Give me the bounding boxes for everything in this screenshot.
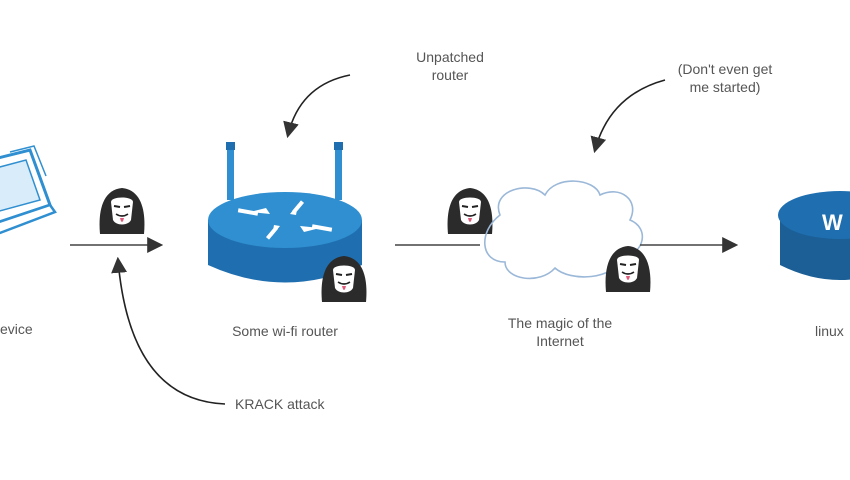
hacker-icon — [604, 245, 652, 293]
hacker-icon — [98, 187, 146, 235]
annotation-arrow-dont — [590, 79, 666, 154]
unpatched-line1: Unpatched — [416, 49, 484, 65]
router-label: Some wi-fi router — [232, 323, 338, 339]
laptop-device-icon — [0, 145, 57, 235]
server-badge: W — [822, 210, 843, 235]
internet-label-line1: The magic of the — [507, 315, 613, 331]
internet-label-line2: Internet — [536, 333, 584, 349]
dont-line1: (Don't even get — [677, 61, 773, 77]
internet-cloud-icon — [484, 180, 644, 280]
server-label: linux — [815, 323, 844, 339]
server-icon — [778, 191, 850, 280]
dont-start-annotation: (Don't even get me started) — [660, 60, 790, 96]
krack-annotation: KRACK attack — [235, 396, 325, 412]
hacker-icon — [446, 187, 494, 235]
wifi-router-icon — [208, 142, 362, 283]
annotation-arrow-unpatched — [283, 74, 351, 139]
dont-line2: me started) — [689, 79, 761, 95]
device-label: evice — [0, 321, 33, 337]
unpatched-line2: router — [431, 67, 469, 83]
annotation-arrow-krack — [111, 256, 226, 405]
unpatched-annotation: Unpatched router — [395, 48, 505, 84]
internet-label: The magic of the Internet — [475, 314, 645, 350]
